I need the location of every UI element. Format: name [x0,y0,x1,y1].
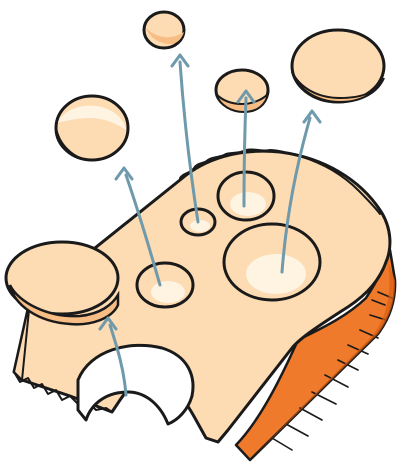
hole-large [224,224,320,300]
arrow-head [304,111,320,122]
cheese-circle-icon [6,242,118,324]
cheese-circle-icon [292,30,384,102]
cheese-circle-icon [216,70,268,112]
cheese-circle-icon [56,96,128,160]
arrow-head [116,168,132,179]
hole-upper-right [218,172,274,220]
hole-front [78,345,193,424]
hole-left [137,263,193,307]
cheese-circle-icon [144,12,184,48]
